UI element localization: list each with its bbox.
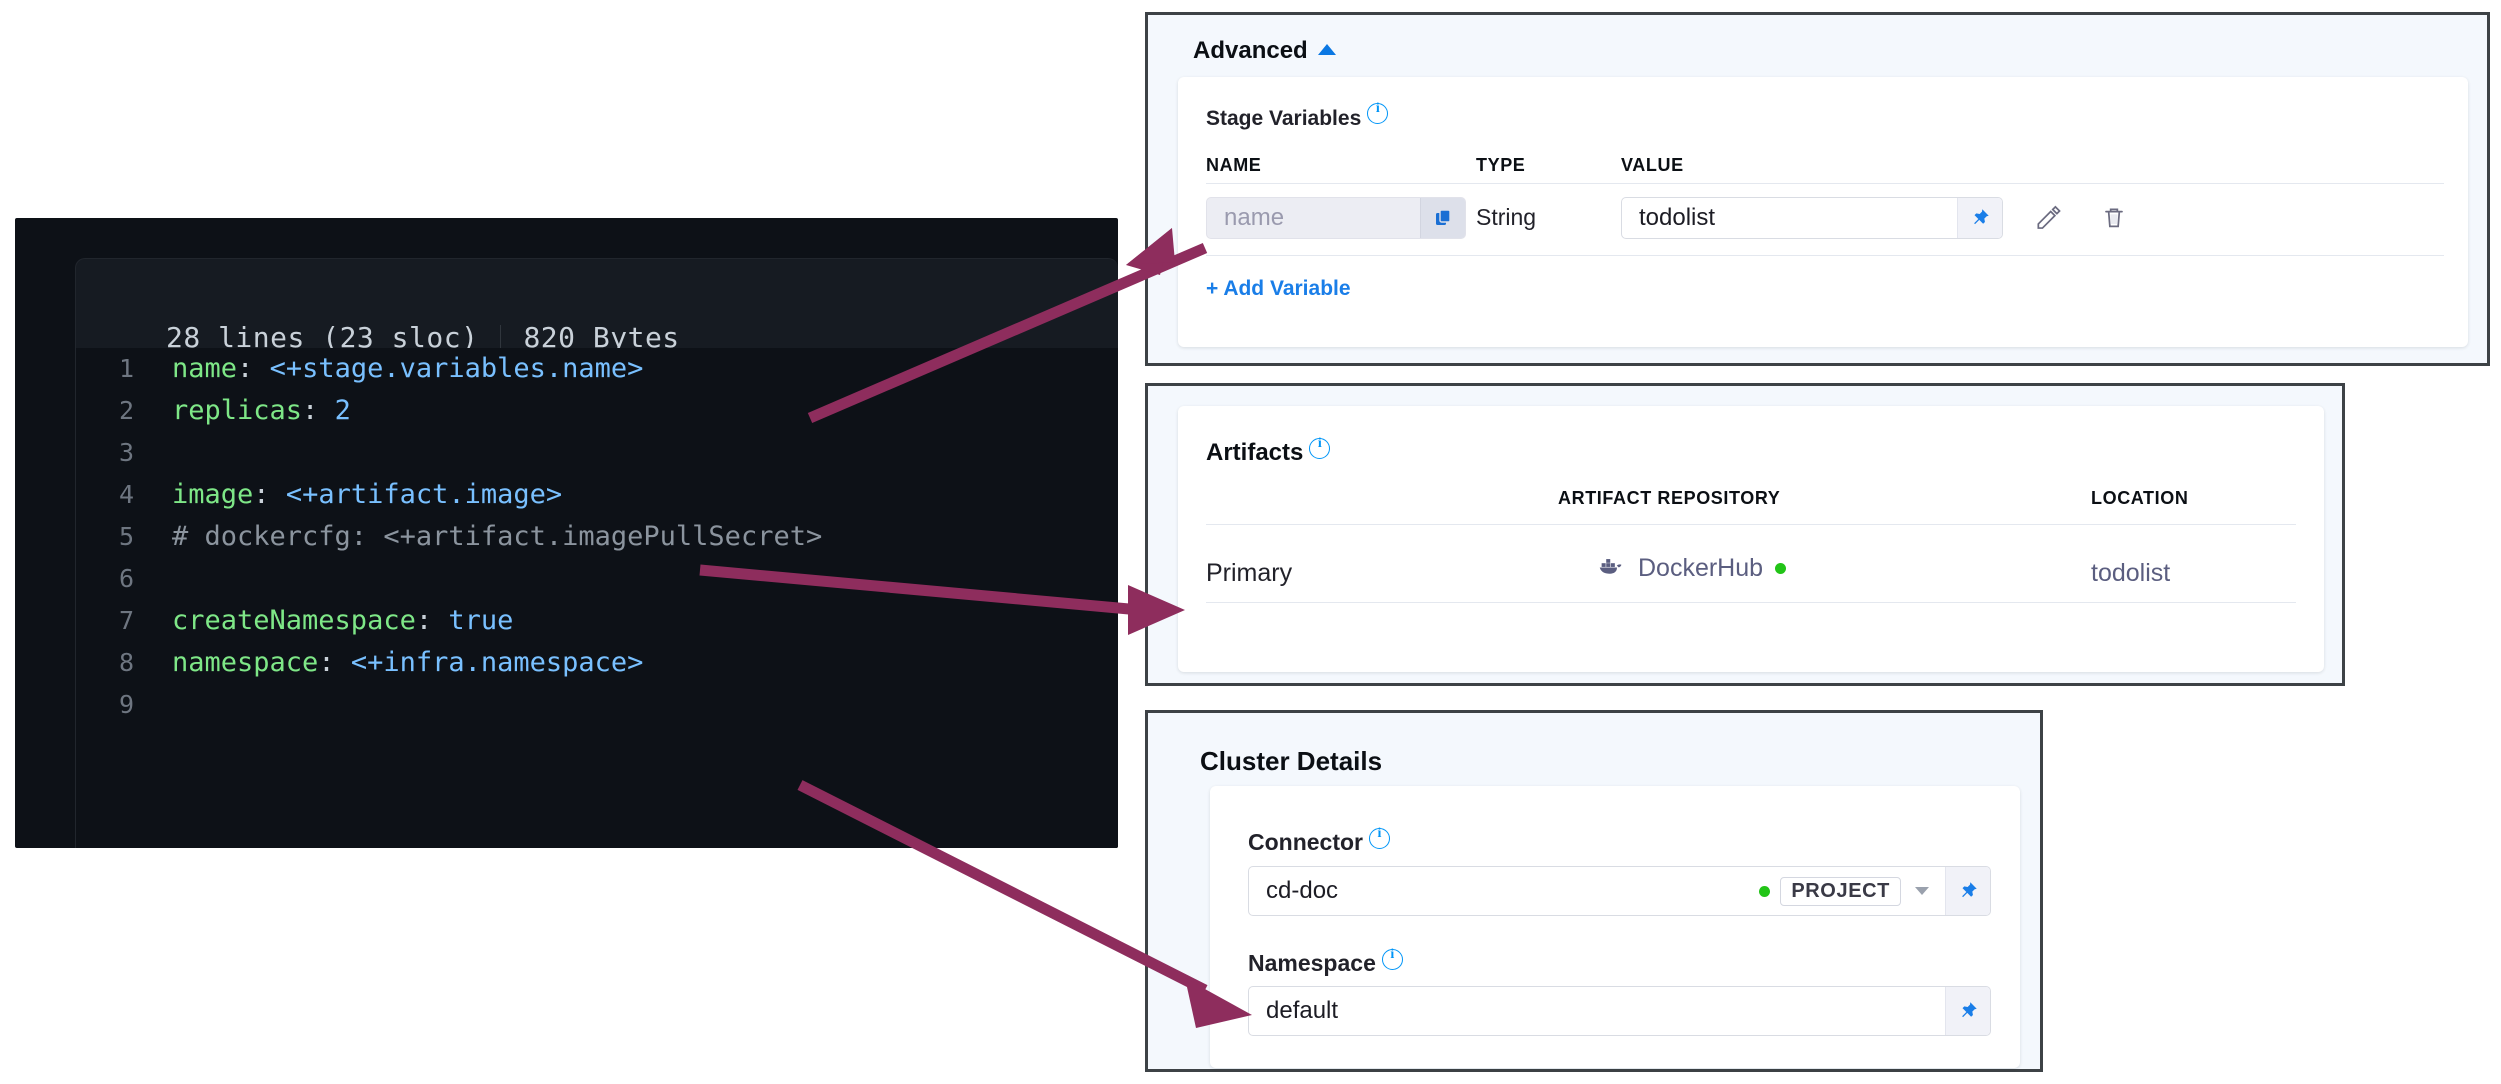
namespace-value: default [1266,997,1339,1024]
column-header-location: LOCATION [2091,488,2189,508]
line-number: 7 [118,606,134,635]
code-colon: : [318,647,335,678]
code-viewer: 28 lines (23 sloc)820 Bytes 1 name: <+sta… [15,218,1118,848]
chevron-up-icon[interactable] [1317,44,1336,55]
code-line: 9 [76,684,1118,726]
line-number: 5 [118,522,134,551]
variable-type-value: String [1476,204,1537,230]
connector-label: Connector [1248,829,1363,855]
code-key: replicas [172,395,303,426]
pin-icon[interactable] [1945,987,1990,1035]
namespace-input[interactable]: default [1248,986,1991,1036]
code-key: name [172,353,238,384]
info-icon[interactable] [1309,436,1331,459]
column-header-artifact-repository: ARTIFACT REPOSITORY [1558,488,1781,508]
code-value: 2 [334,395,351,426]
code-line: 6 [76,558,1118,600]
variable-value-text: todolist [1639,204,1716,231]
namespace-label-row: Namespace [1248,947,1403,977]
code-value: true [448,605,514,636]
code-colon: : [237,353,254,384]
code-key: createNamespace [172,605,416,636]
code-line: 7 createNamespace: true [76,600,1118,642]
code-colon: : [415,605,433,636]
chevron-down-icon[interactable] [1915,887,1929,895]
info-icon[interactable] [1367,101,1389,124]
green-status-dot [1775,563,1787,574]
variable-value-input[interactable]: todolist [1621,197,2003,239]
code-file-header: 28 lines (23 sloc)820 Bytes [75,258,1118,354]
artifact-repository-cell[interactable]: DockerHub [1596,554,1787,583]
namespace-label: Namespace [1248,950,1376,976]
code-value: <+stage.variables.name> [269,353,644,384]
code-line: 3 [76,432,1118,474]
code-key: namespace [172,647,319,678]
artifacts-panel: Artifacts ARTIFACT REPOSITORY LOCATION P… [1145,383,2345,686]
advanced-panel: Advanced Stage Variables NAME TYPE VALUE… [1145,12,2490,366]
connector-input[interactable]: cd-doc PROJECT [1248,866,1991,916]
line-number: 3 [118,438,134,467]
connector-value: cd-doc [1266,877,1339,904]
code-lines-container: 1 name: <+stage.variables.name> 2 replicas… [75,348,1118,848]
artifact-location-value: todolist [2091,559,2171,587]
line-number: 2 [118,396,134,425]
artifacts-title: Artifacts [1206,439,1304,466]
info-icon[interactable] [1369,826,1390,849]
pencil-icon[interactable] [2033,201,2065,238]
code-line: 8 namespace: <+infra.namespace> [76,642,1118,684]
copy-icon[interactable] [1420,198,1465,238]
divider [1206,255,2444,256]
column-header-type: TYPE [1476,155,1526,175]
column-header-name: NAME [1206,155,1262,175]
variable-name-placeholder: name [1224,204,1285,231]
artifacts-title-row: Artifacts [1206,436,1331,467]
code-line: 4 image: <+artifact.image> [76,474,1118,516]
code-key: image [172,479,254,510]
pin-icon[interactable] [1945,867,1990,915]
line-number: 4 [118,480,134,509]
line-number: 6 [118,564,134,593]
artifact-type-value: Primary [1206,559,1293,587]
stage-variables-card: Stage Variables NAME TYPE VALUE name Str… [1178,77,2468,347]
code-value: <+artifact.image> [285,479,563,510]
line-number: 9 [118,690,134,719]
cluster-details-panel: Cluster Details Connector cd-doc PROJECT… [1145,710,2043,1072]
advanced-section-header[interactable]: Advanced [1193,37,1336,65]
variable-name-input[interactable]: name [1206,197,1466,239]
code-line: 1 name: <+stage.variables.name> [76,348,1118,390]
divider [1206,602,2296,603]
cluster-details-title: Cluster Details [1200,746,1383,776]
docker-whale-icon [1596,554,1626,583]
code-line: 2 replicas: 2 [76,390,1118,432]
divider [1206,183,2444,184]
artifact-repository-name: DockerHub [1638,554,1764,582]
add-variable-link[interactable]: + Add Variable [1206,277,1351,300]
green-status-dot [1759,885,1771,897]
connector-label-row: Connector [1248,826,1390,856]
code-value: <+infra.namespace> [350,647,644,678]
info-icon[interactable] [1381,947,1403,970]
divider [1206,524,2296,525]
connector-scope-chip: PROJECT [1780,876,1901,906]
meta-divider [500,325,502,353]
code-comment: # dockercfg: <+artifact.imagePullSecret> [172,521,823,552]
code-colon: : [253,479,270,510]
line-number: 1 [118,354,134,383]
artifacts-card: Artifacts ARTIFACT REPOSITORY LOCATION P… [1178,406,2324,672]
trash-icon[interactable] [2098,201,2130,238]
stage-variables-title-row: Stage Variables [1206,101,1389,131]
column-header-value: VALUE [1621,155,1684,175]
code-line: 5 # dockercfg: <+artifact.imagePullSecret… [76,516,1118,558]
code-colon: : [302,395,319,426]
line-number: 8 [118,648,134,677]
advanced-title: Advanced [1193,37,1308,64]
cluster-details-card: Connector cd-doc PROJECT Namespace defau… [1210,786,2020,1068]
pin-icon[interactable] [1957,198,2002,238]
stage-variables-title: Stage Variables [1206,107,1362,130]
